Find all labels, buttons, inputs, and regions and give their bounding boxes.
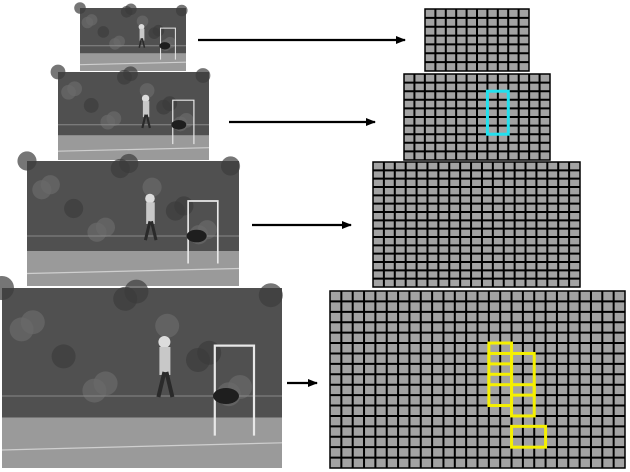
photo-foliage [109, 38, 121, 50]
photo-foliage [51, 344, 76, 369]
detection-box-cyan [485, 89, 510, 136]
photo-foliage [32, 180, 52, 200]
photo-foliage [81, 16, 94, 29]
photo-foliage [110, 158, 130, 179]
photo-person-legs [143, 220, 158, 241]
photo-field-line [26, 267, 240, 275]
photo-goal [213, 344, 256, 436]
photo-foliage [136, 15, 149, 28]
photo-person-head [158, 336, 171, 348]
photo-person-head [138, 24, 145, 30]
photo-foliage [83, 98, 99, 113]
grid-background [372, 161, 581, 288]
image-pyramid [0, 2, 283, 468]
photo-dog [213, 388, 239, 404]
photo-foliage [64, 198, 84, 219]
arrows-group [198, 36, 406, 387]
detection-box-yellow [510, 424, 548, 449]
photo-level-4 [0, 276, 283, 468]
photo-foliage [175, 4, 188, 17]
grid-level-4 [329, 290, 626, 469]
photo-level-3 [17, 151, 241, 286]
detection-box-yellow [510, 351, 536, 397]
photo-field-line [57, 147, 210, 152]
photo-foliage [155, 313, 180, 338]
photo-ground [2, 417, 282, 468]
photo-foliage [220, 156, 241, 176]
photo-dog [159, 42, 171, 50]
photo-foliage [100, 114, 116, 130]
photo-person-body [146, 202, 155, 224]
photo-person-head [141, 94, 150, 103]
photo-foliage [165, 201, 185, 221]
photo-foliage [139, 83, 155, 98]
photo-person-body [139, 28, 145, 41]
photo-level-1 [74, 2, 188, 71]
photo-dog [186, 229, 207, 243]
photo-foliage [97, 26, 110, 38]
photo-ground [80, 53, 186, 71]
photo-person-legs [141, 114, 151, 129]
photo-foliage [142, 177, 162, 197]
detection-box-yellow [510, 383, 536, 418]
photo-person-body [142, 101, 150, 118]
photo-field-line [1, 442, 283, 451]
photo-level-2 [50, 64, 211, 160]
photo-foliage [148, 27, 160, 39]
photo-person-legs [156, 371, 175, 398]
photo-foliage [156, 99, 172, 115]
photo-foliage [82, 378, 107, 403]
photo-goal [187, 200, 219, 264]
photo-foliage [74, 2, 86, 14]
photo-foliage [117, 69, 132, 85]
photo-foliage [87, 222, 107, 242]
photo-foliage [120, 5, 133, 18]
photo-foliage [17, 151, 37, 171]
photo-foliage [61, 84, 76, 100]
photo-person-head [145, 193, 155, 204]
photo-foliage [186, 348, 210, 372]
photo-field-line [79, 61, 187, 66]
photo-foliage [195, 68, 211, 83]
photo-foliage [50, 64, 66, 80]
grid-level-2 [403, 73, 551, 161]
photo-person-legs [138, 38, 146, 48]
photo-person-body [159, 347, 171, 375]
feature-grid-pyramid [329, 8, 626, 469]
grid-level-1 [424, 8, 530, 72]
photo-dog [171, 120, 187, 130]
photo-foliage [258, 283, 283, 308]
grid-level-3 [372, 161, 581, 288]
photo-foliage [0, 276, 14, 300]
photo-foliage [113, 286, 138, 311]
photo-foliage [9, 317, 34, 342]
